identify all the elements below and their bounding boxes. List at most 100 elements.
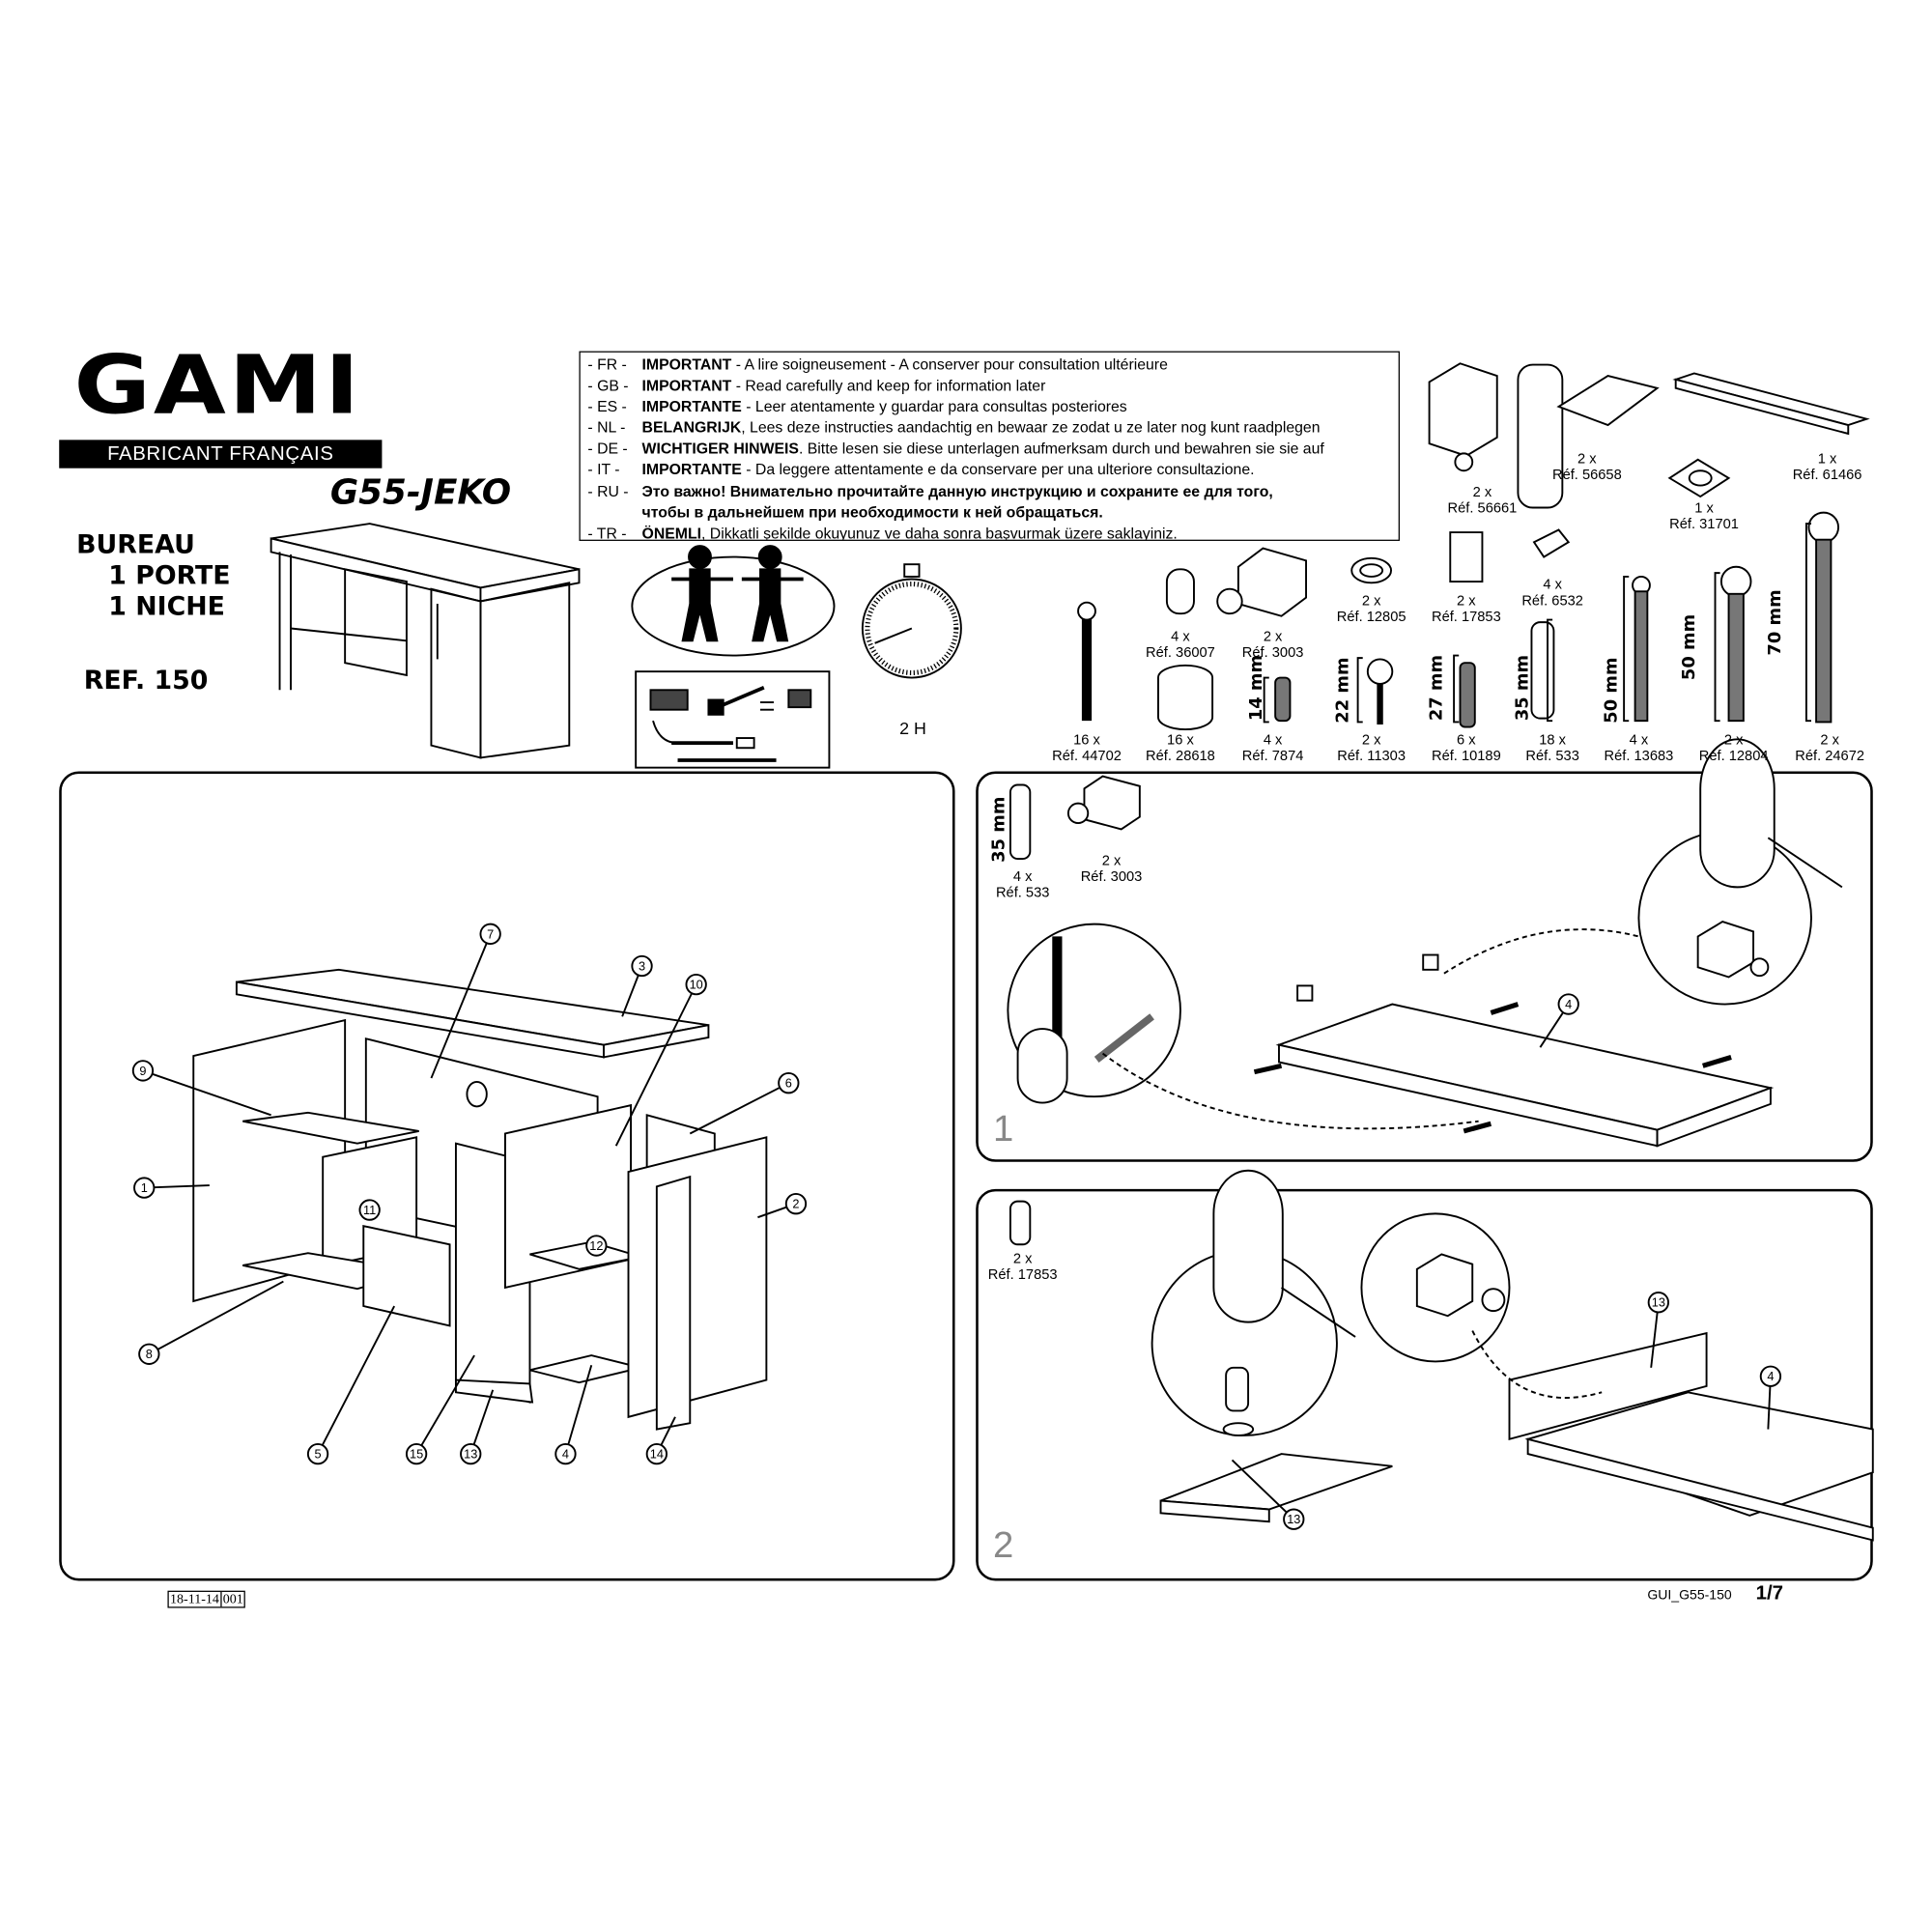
notice-heading: ÖNEMLI	[641, 525, 702, 541]
stopwatch-icon	[861, 563, 962, 679]
part-quantity: 2 x	[1101, 853, 1122, 869]
part-reference: Réf. 24672	[1795, 749, 1865, 764]
callout-number: 13	[464, 1447, 477, 1462]
callout-number: 4	[562, 1447, 569, 1462]
callout-circle	[131, 1060, 155, 1082]
notice-line: - TR -ÖNEMLI, Dikkatli şekilde okuyunuz …	[587, 524, 1398, 541]
language-code: - TR -	[587, 525, 627, 541]
callout-number: 4	[1565, 997, 1572, 1011]
notice-text: Внимательно прочитайте данную инструкцию…	[725, 482, 1273, 500]
callout-number: 3	[639, 958, 645, 973]
notice-heading: Это важно!	[641, 482, 726, 500]
callout-leader	[564, 1364, 593, 1455]
callout-number: 14	[650, 1447, 664, 1462]
notice-text: - Leer atentamente y guardar para consul…	[741, 398, 1127, 416]
callout-leader	[469, 1389, 495, 1455]
desk-thumbnail	[270, 523, 581, 759]
callout-number: 13	[1652, 1295, 1665, 1310]
part-dimension: 35 mm	[1513, 654, 1533, 722]
part-quantity: 18 x	[1539, 732, 1567, 749]
language-code: - GB -	[587, 377, 629, 395]
notice-line: - DE -WICHTIGER HINWEIS. Bitte lesen sie…	[587, 440, 1398, 461]
callout-leader	[614, 983, 697, 1147]
part-reference: Réf. 12804	[1698, 749, 1769, 764]
language-code: - DE -	[587, 440, 628, 458]
exploded-desk-drawing	[192, 968, 768, 1431]
part-quantity: 2 x	[1820, 732, 1839, 749]
notice-line: - GB -IMPORTANT - Read carefully and kee…	[587, 376, 1398, 397]
callout-circle	[138, 1343, 160, 1365]
notice-line: - IT -IMPORTANTE - Da leggere attentamen…	[587, 460, 1398, 481]
notice-text: - Da leggere attentamente e da conservar…	[741, 461, 1255, 479]
callout-circle	[554, 1442, 577, 1465]
callout-circle	[1557, 993, 1579, 1015]
callout-circle	[1647, 1292, 1669, 1314]
notice-line: - FR -IMPORTANT - A lire soigneusement -…	[587, 355, 1398, 376]
callout-circle	[133, 1177, 156, 1199]
part-reference: Réf. 533	[995, 886, 1050, 901]
callout-circle	[1283, 1508, 1305, 1530]
callout-leader	[415, 1354, 475, 1455]
callout-circle	[645, 1442, 668, 1465]
part-dimension: 70 mm	[1765, 589, 1786, 656]
callout-number: 1	[141, 1180, 148, 1195]
notice-heading: IMPORTANTE	[641, 398, 742, 416]
part-dimension: 22 mm	[1333, 657, 1353, 724]
callout-leader	[1650, 1302, 1660, 1368]
part-reference: Réf. 31701	[1669, 517, 1739, 533]
product-niche: 1 NICHE	[108, 591, 225, 621]
part-reference: Réf. 12805	[1336, 610, 1406, 625]
language-code: - ES -	[587, 398, 627, 416]
step-2-number: 2	[993, 1525, 1014, 1567]
callout-number: 7	[487, 926, 494, 941]
language-code: - RU -	[587, 482, 629, 500]
callout-number: 15	[410, 1447, 423, 1462]
callout-leader	[148, 1280, 284, 1355]
notice-line: - ES - IMPORTANTE - Leer atentamente y gu…	[587, 397, 1398, 418]
part-dimension: 50 mm	[1602, 657, 1622, 724]
dimension-lines	[1263, 523, 1811, 724]
language-code: - FR -	[587, 355, 627, 374]
notice-text: , Lees deze instructies aandachtig en be…	[741, 419, 1321, 437]
product-type: BUREAU	[76, 529, 195, 560]
tools-box	[635, 670, 831, 769]
step-1-number: 1	[993, 1108, 1014, 1151]
callout-circle	[405, 1442, 428, 1465]
part-reference: Réf. 36007	[1146, 645, 1215, 661]
notice-line: - RU - Это важно! Внимательно прочитайте …	[587, 481, 1398, 502]
step-1-part-dimension: 35 mm	[989, 796, 1009, 863]
part-reference: Réf. 28618	[1146, 749, 1215, 764]
callout-leader	[317, 1305, 396, 1455]
callout-leader	[430, 933, 492, 1079]
part-quantity: 2 x	[1361, 732, 1381, 749]
part-reference: Réf. 7874	[1241, 749, 1304, 764]
part-quantity: 2 x	[1012, 1251, 1033, 1267]
callout-number: 10	[690, 978, 703, 992]
callout-circle	[778, 1072, 800, 1094]
step-1-drawing	[1007, 738, 1843, 1148]
callout-circle	[479, 923, 501, 945]
callout-number: 2	[792, 1197, 799, 1211]
tools-icons	[649, 685, 812, 762]
part-reference: Réf. 56658	[1551, 468, 1622, 483]
part-quantity: 4 x	[1012, 869, 1033, 885]
part-quantity: 4 x	[1629, 732, 1649, 749]
gami-logo: GAMI	[73, 337, 363, 433]
page-number: 1/7	[1755, 1583, 1783, 1605]
part-reference: Réf. 533	[1525, 749, 1579, 764]
